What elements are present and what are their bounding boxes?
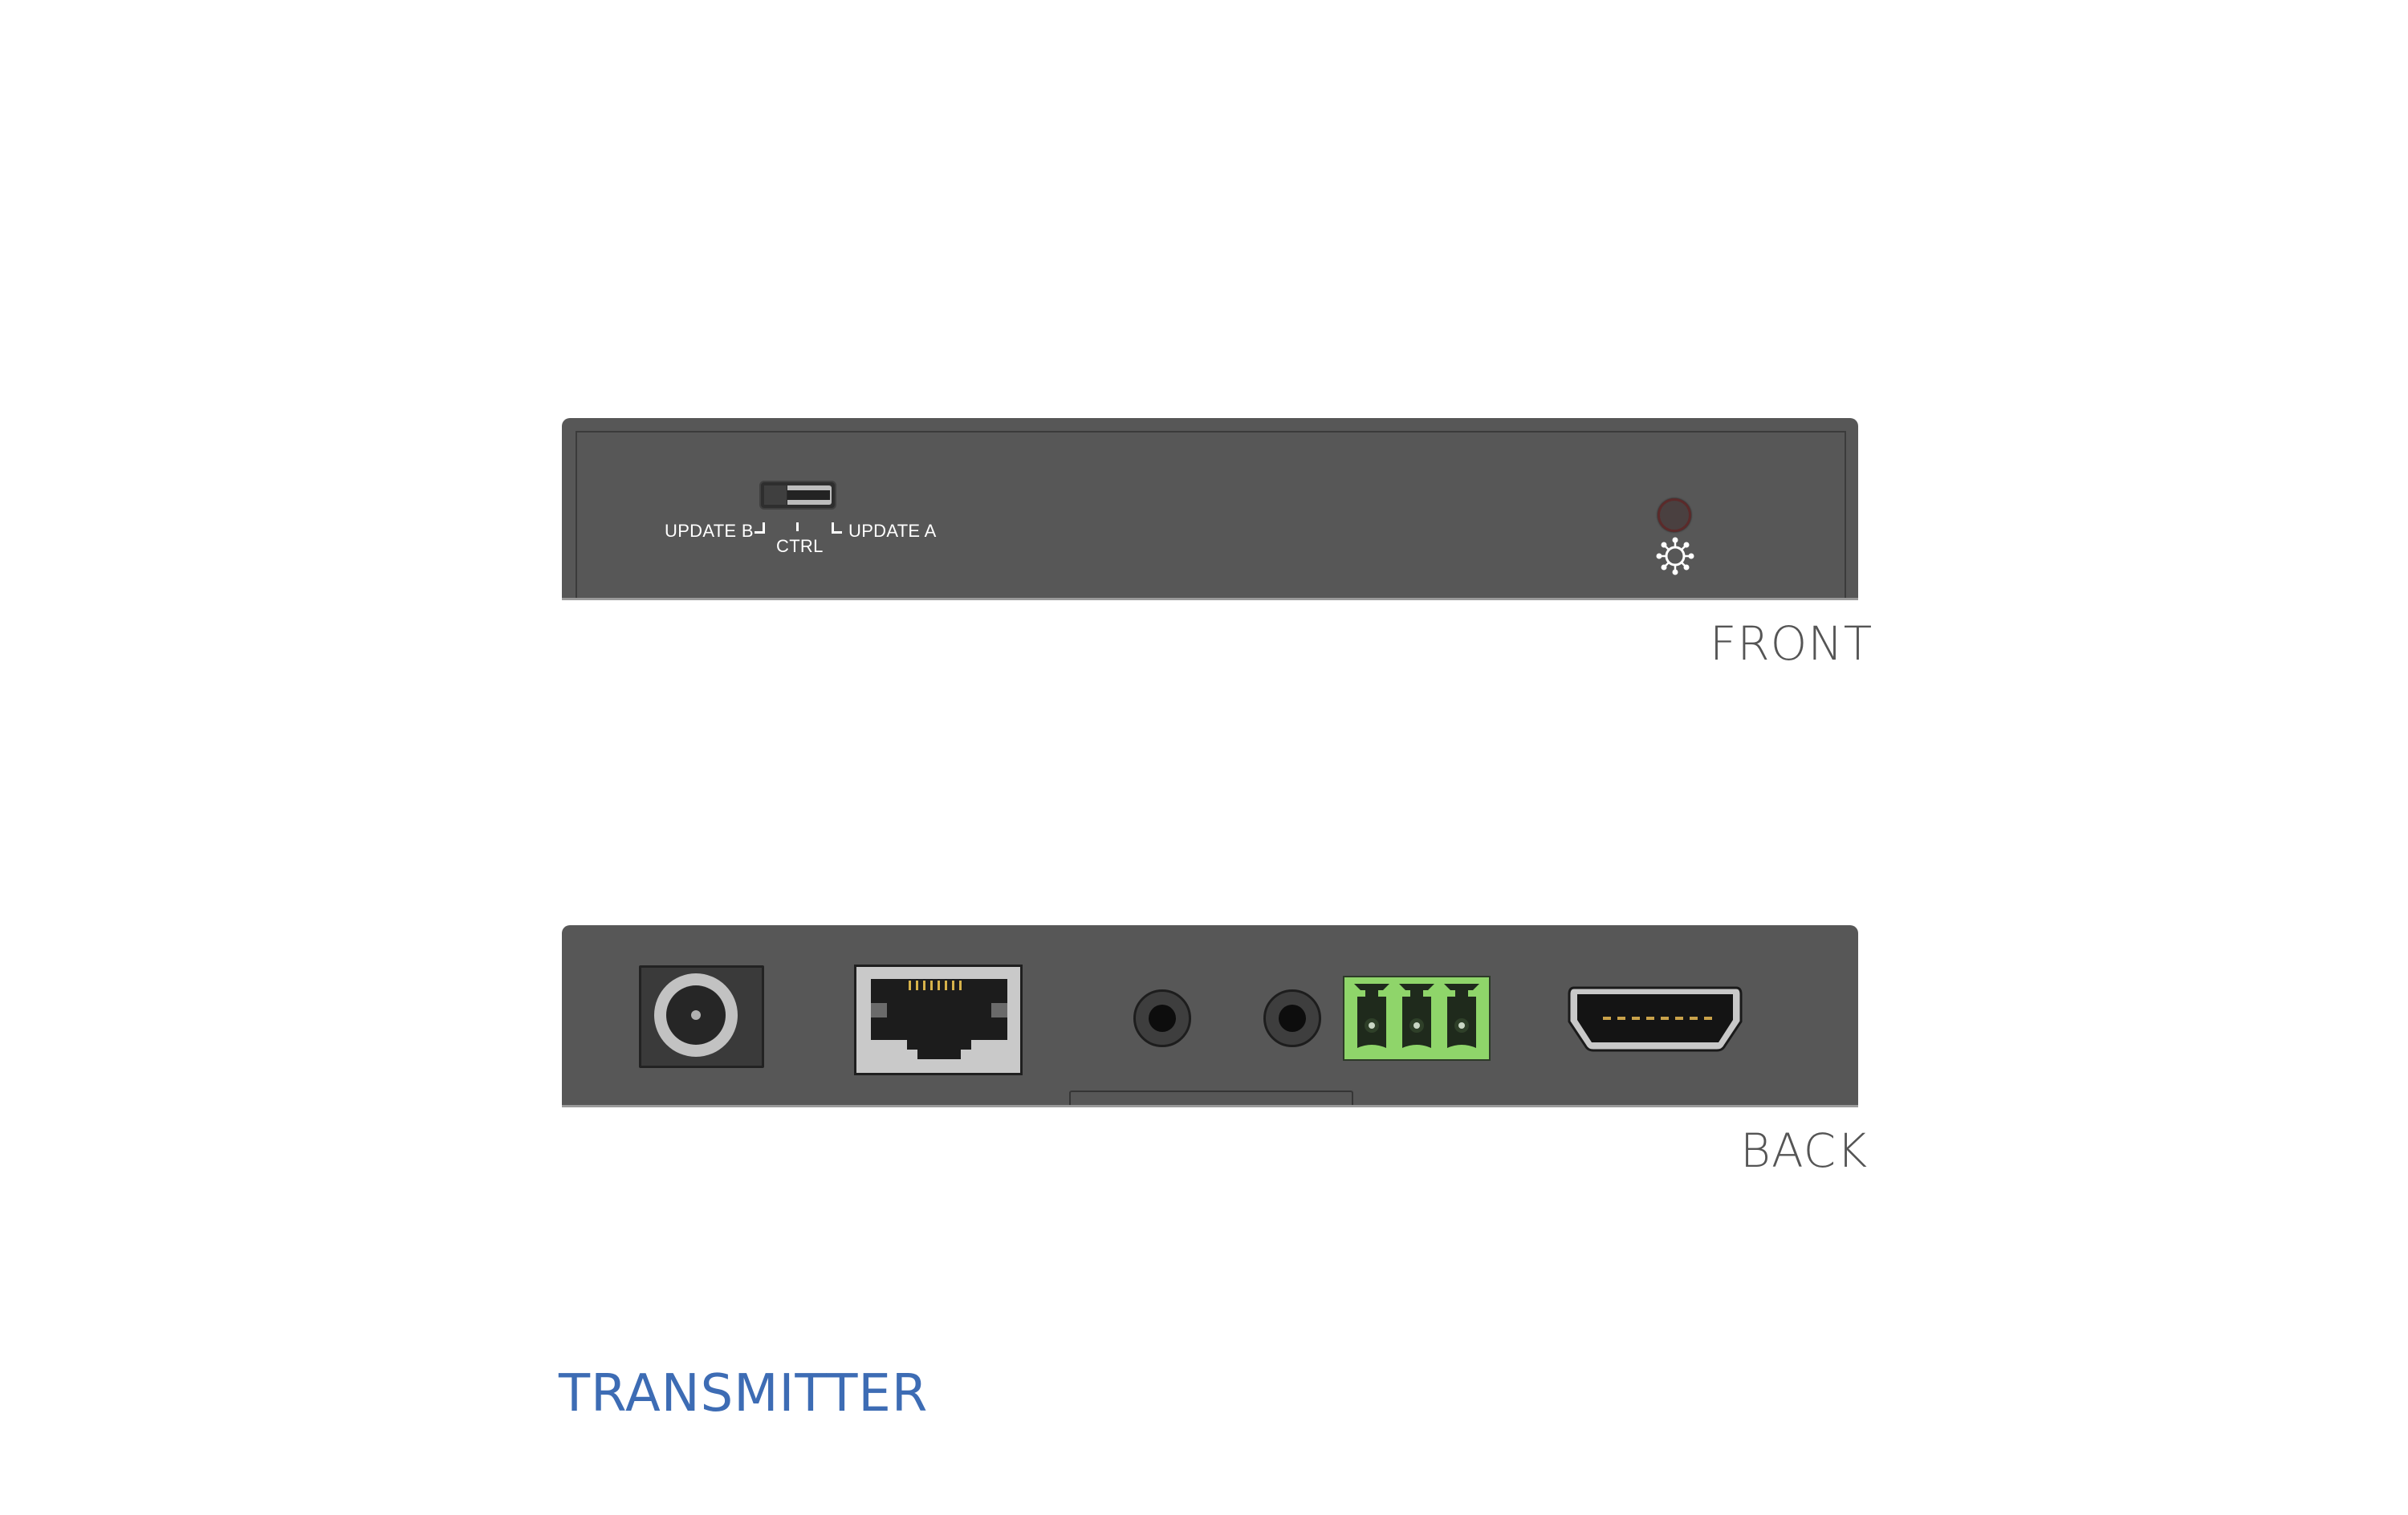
front-bezel [576,431,1846,598]
front-caption: FRONT [1710,616,1873,671]
status-led [1658,498,1691,532]
bracket-center [796,522,799,531]
brightness-sun-icon [1656,537,1694,575]
bracket-left [763,522,765,534]
audio-jack-icon [1133,989,1191,1047]
switch-label-ctrl: CTRL [776,536,824,556]
switch-label-update-b: UPDATE B [665,521,754,541]
audio-jack-icon [1263,989,1321,1047]
mode-switch[interactable] [759,481,836,510]
front-panel: UPDATE B CTRL UPDATE A [562,418,1858,600]
back-caption: BACK [1740,1123,1869,1178]
bracket-right [832,522,834,534]
chassis-foot [1069,1091,1353,1105]
hdmi-port-icon [1568,986,1743,1052]
back-panel [562,925,1858,1107]
device-title: TRANSMITTER [559,1364,929,1424]
3-pin-terminal-block-icon [1343,976,1491,1061]
dc-power-jack-icon [639,965,764,1068]
switch-knob[interactable] [764,485,787,505]
switch-label-update-a: UPDATE A [848,521,937,541]
ethernet-rj45-icon [854,965,1023,1075]
